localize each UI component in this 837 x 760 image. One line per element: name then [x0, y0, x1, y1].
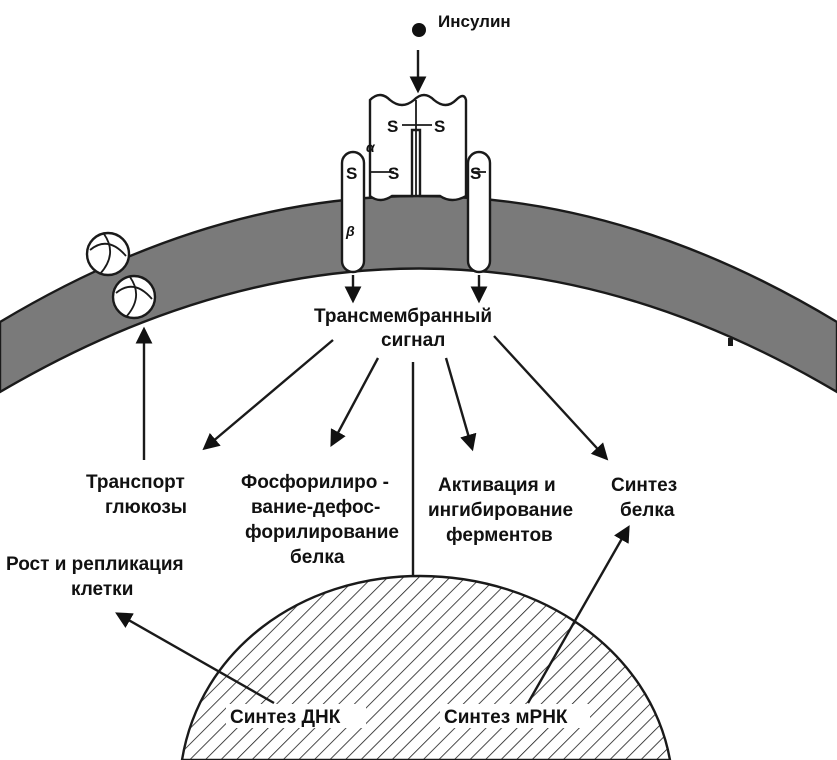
- synthesis-label-line1: Синтез: [611, 475, 677, 496]
- ss-mid-right: S: [470, 164, 481, 183]
- insulin-receptor: [340, 93, 492, 304]
- activation-label-line1: Активация и: [438, 475, 556, 496]
- ss-mid-left-outer: S: [346, 164, 357, 183]
- transport-label-line1: Транспорт: [86, 472, 185, 493]
- growth-label-line1: Рост и репликация: [6, 554, 184, 575]
- synthesis-label-line2: белка: [620, 500, 675, 521]
- glucose-transporter-icon: [85, 231, 157, 320]
- arrow-dna-to-growth: [115, 612, 275, 705]
- phos-label-line4: белка: [290, 547, 345, 568]
- growth-label-line2: клетки: [71, 579, 133, 600]
- phos-label-line1: Фосфорилиро -: [241, 472, 389, 493]
- mrna-synthesis-label: Синтез мРНК: [444, 707, 568, 728]
- transport-label-line2: глюкозы: [105, 497, 187, 518]
- arrow-to-phos: [330, 357, 380, 447]
- insulin-molecule-icon: [412, 23, 426, 37]
- ss-mid-left-inner: S: [388, 164, 399, 183]
- ss-top-left: S: [387, 117, 398, 136]
- signal-label-line2: сигнал: [381, 330, 445, 351]
- signal-label-line1: Трансмембранный: [314, 306, 492, 327]
- nucleus: [180, 574, 672, 760]
- cell-membrane: [0, 194, 837, 394]
- alpha-label: α: [366, 139, 376, 155]
- arrow-to-transport: [202, 339, 334, 451]
- dna-synthesis-label: Синтез ДНК: [230, 707, 341, 728]
- arrow-to-synthesis: [493, 335, 609, 461]
- arrow-mrna-to-synthesis: [526, 525, 630, 704]
- ss-top-right: S: [434, 117, 445, 136]
- activation-label-line3: ферментов: [446, 525, 553, 546]
- insulin-label: Инсулин: [438, 12, 511, 31]
- beta-label: β: [345, 223, 355, 239]
- phos-label-line2: вание-дефос-: [251, 497, 380, 518]
- activation-label-line2: ингибирование: [428, 500, 573, 521]
- arrow-to-activation: [444, 357, 477, 452]
- phos-label-line3: форилирование: [245, 522, 399, 543]
